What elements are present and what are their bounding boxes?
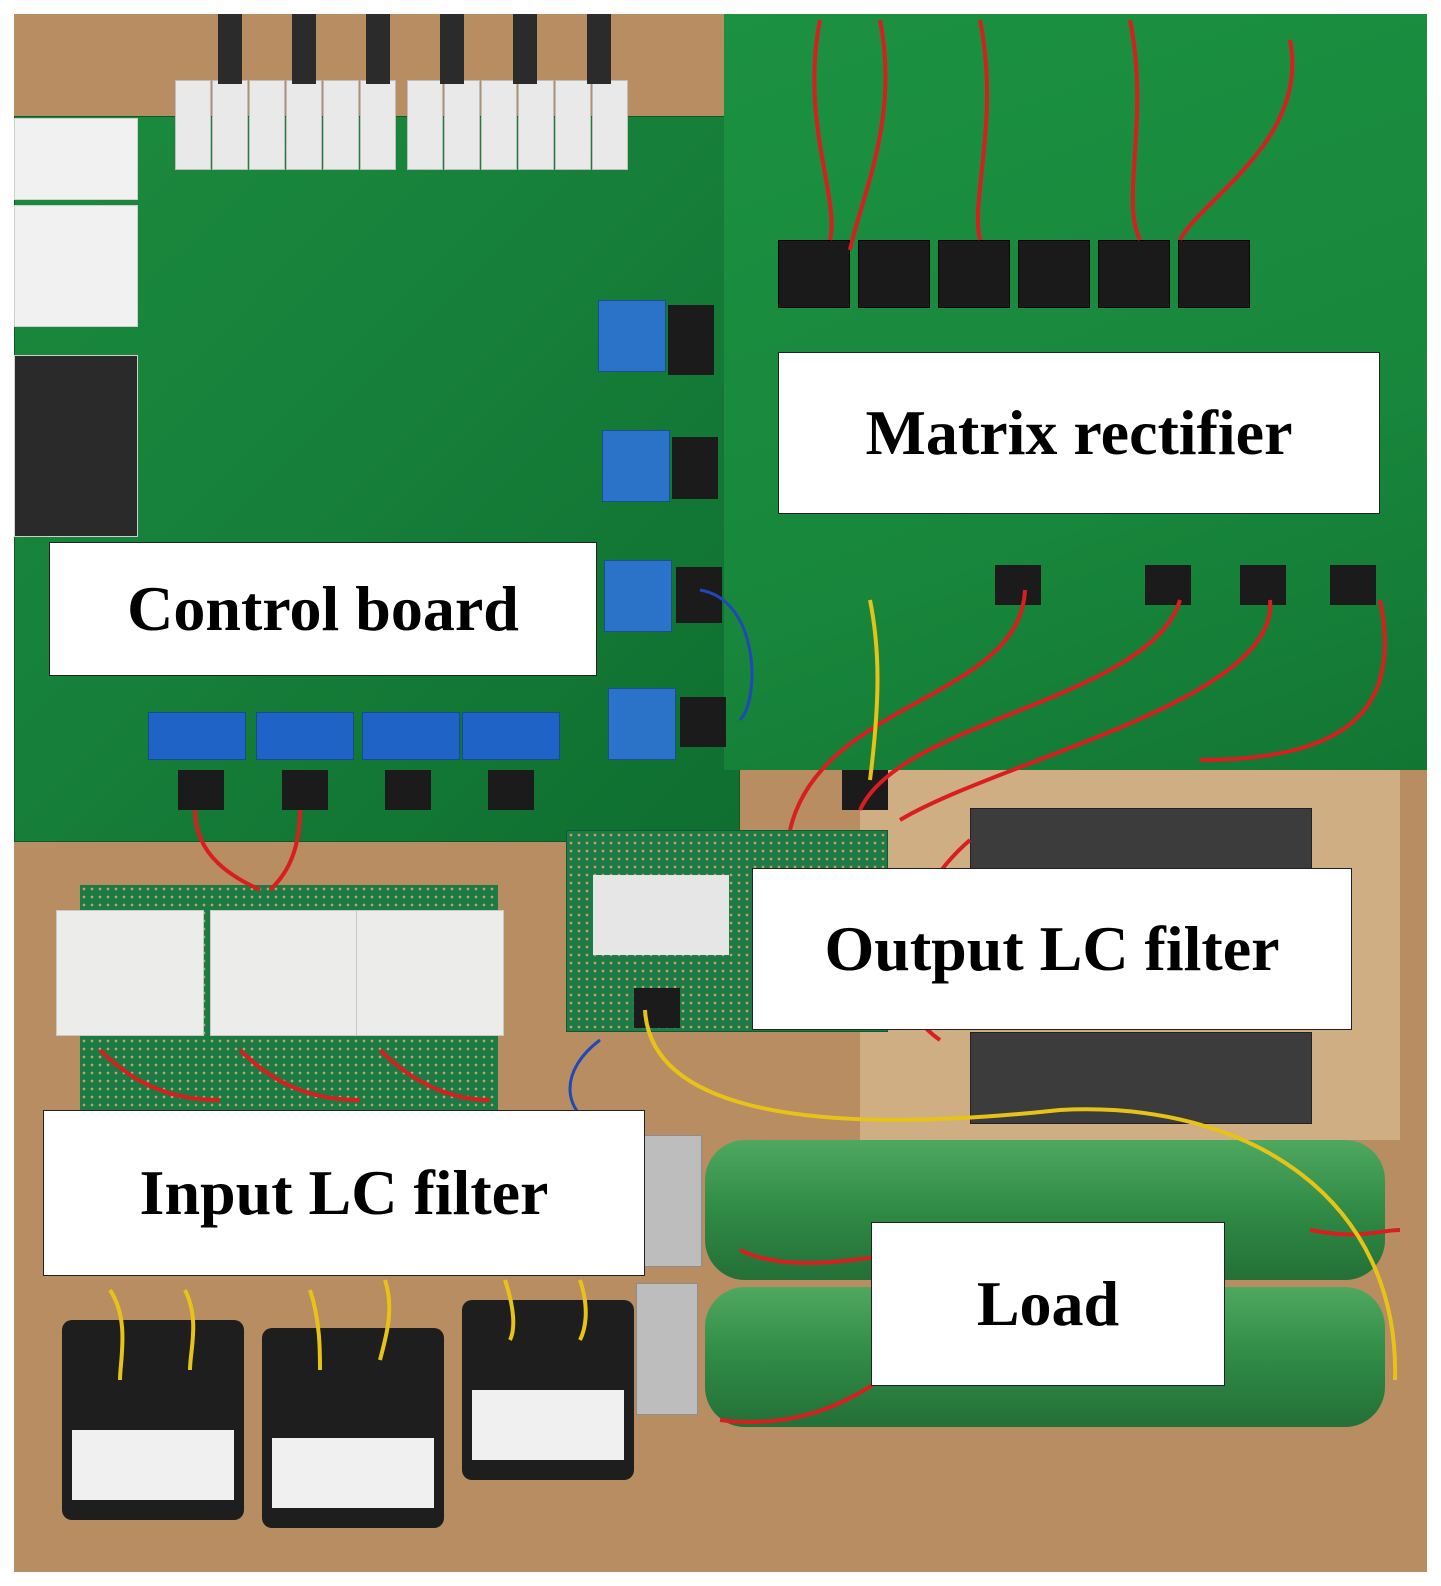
input-reactor: [262, 1328, 444, 1528]
resistor-bracket: [640, 1135, 702, 1267]
bnc-connector: [481, 80, 517, 170]
switch-heatsink: [858, 240, 930, 308]
output-lc-filter-label: Output LC filter: [752, 868, 1352, 1030]
terminal-block: [995, 565, 1041, 605]
switch-heatsink: [1178, 240, 1250, 308]
switch-heatsink: [1018, 240, 1090, 308]
input-reactor: [62, 1320, 244, 1520]
bnc-cable: [513, 14, 537, 84]
bnc-connector: [323, 80, 359, 170]
reactor-label-plate: [72, 1430, 234, 1500]
reactor-label-plate: [272, 1438, 434, 1508]
terminal-block: [672, 437, 718, 499]
power-supply-module: [14, 205, 138, 327]
protoboard-capacitor: [593, 875, 729, 955]
voltage-sensor: [598, 300, 666, 372]
control-board-label: Control board: [49, 542, 597, 676]
voltage-sensor: [608, 688, 676, 760]
bnc-connector: [286, 80, 322, 170]
terminal-block: [282, 770, 328, 810]
reactor-label-plate: [472, 1390, 624, 1460]
input-reactor: [462, 1300, 634, 1480]
current-sensor: [462, 712, 560, 760]
bnc-connector: [212, 80, 248, 170]
bnc-cable: [440, 14, 464, 84]
bnc-connector: [555, 80, 591, 170]
current-sensor: [256, 712, 354, 760]
bnc-cable: [292, 14, 316, 84]
terminal-block: [1240, 565, 1286, 605]
terminal-block: [668, 305, 714, 375]
filter-capacitor: [56, 910, 204, 1036]
terminal-block: [178, 770, 224, 810]
bnc-cable: [218, 14, 242, 84]
current-sensor: [148, 712, 246, 760]
terminal-block: [488, 770, 534, 810]
bnc-connector: [407, 80, 443, 170]
bnc-connector: [360, 80, 396, 170]
bnc-connector: [175, 80, 211, 170]
switch-heatsink: [1098, 240, 1170, 308]
power-supply-module: [14, 355, 138, 537]
bnc-connector: [518, 80, 554, 170]
bnc-cable: [587, 14, 611, 84]
resistor-bracket: [636, 1283, 698, 1415]
load-label: Load: [871, 1222, 1225, 1386]
bnc-cable: [366, 14, 390, 84]
current-sensor: [362, 712, 460, 760]
voltage-sensor: [604, 560, 672, 632]
output-inductor: [970, 1032, 1312, 1124]
matrix-rectifier-label: Matrix rectifier: [778, 352, 1380, 514]
switch-heatsink: [778, 240, 850, 308]
bnc-connector: [444, 80, 480, 170]
filter-capacitor: [356, 910, 504, 1036]
switch-heatsink: [938, 240, 1010, 308]
bnc-connector: [249, 80, 285, 170]
terminal-block: [385, 770, 431, 810]
filter-capacitor: [210, 910, 358, 1036]
input-lc-filter-label: Input LC filter: [43, 1110, 645, 1276]
terminal-block: [680, 697, 726, 747]
power-supply-module: [14, 118, 138, 200]
terminal-block: [634, 988, 680, 1028]
terminal-block: [1145, 565, 1191, 605]
voltage-sensor: [602, 430, 670, 502]
terminal-block: [1330, 565, 1376, 605]
bnc-connector: [592, 80, 628, 170]
